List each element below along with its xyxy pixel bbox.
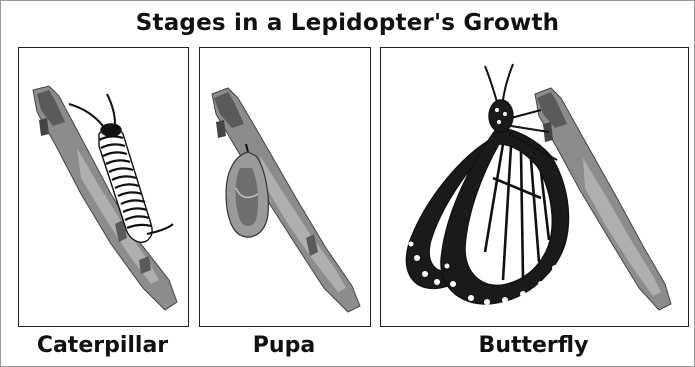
- panel-butterfly: [380, 47, 689, 327]
- branch-icon: [33, 86, 177, 310]
- caption-caterpillar: Caterpillar: [10, 333, 195, 358]
- pupa-icon: [200, 48, 370, 326]
- diagram-title: Stages in a Lepidopter's Growth: [0, 10, 695, 36]
- caption-pupa: Pupa: [199, 333, 369, 358]
- panel-caterpillar: [18, 47, 189, 327]
- caterpillar-icon: [19, 48, 188, 326]
- caption-butterfly: Butterfly: [380, 333, 687, 358]
- butterfly-icon: [381, 48, 688, 326]
- panel-pupa: [199, 47, 371, 327]
